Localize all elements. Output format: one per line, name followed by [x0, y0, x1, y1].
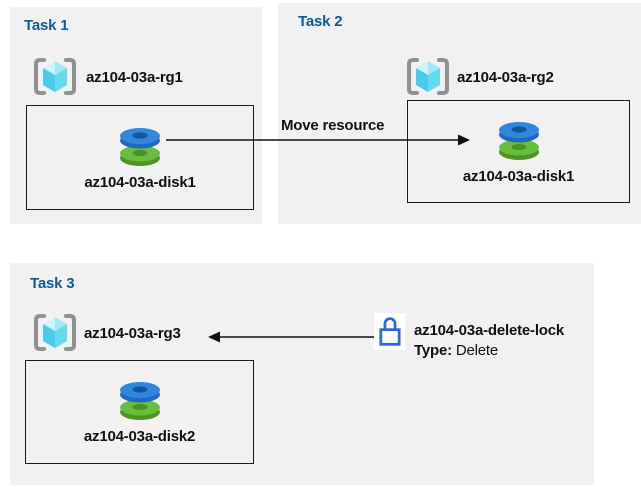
resource-group-icon — [34, 314, 76, 351]
lock-chip — [374, 313, 405, 350]
task3-resource-box: az104-03a-disk2 — [25, 360, 254, 464]
task3-panel: Task 3 az104-03a-rg3 az104-03a-disk2 — [10, 263, 594, 485]
move-resource-label: Move resource — [281, 117, 385, 134]
disk-icon — [498, 121, 539, 160]
lock-type-line: Type: Delete — [414, 342, 564, 359]
lock-arrow — [208, 331, 375, 343]
task2-title: Task 2 — [298, 13, 343, 30]
resource-group-icon — [34, 58, 76, 95]
task2-resource-box: az104-03a-disk1 — [407, 100, 630, 203]
lock-text-block: az104-03a-delete-lock Type: Delete — [414, 322, 564, 359]
task2-panel: Task 2 az104-03a-rg2 az104-03a-disk1 — [278, 3, 641, 224]
task3-resource-group-label: az104-03a-rg3 — [84, 325, 181, 342]
task3-title: Task 3 — [30, 275, 75, 292]
task1-title: Task 1 — [24, 17, 69, 34]
task1-disk-label: az104-03a-disk1 — [84, 173, 196, 191]
task1-resource-box: az104-03a-disk1 — [26, 105, 254, 210]
task1-panel: Task 1 az104-03a-rg1 az104-03a-disk1 — [10, 7, 262, 224]
task3-disk-label: az104-03a-disk2 — [83, 428, 196, 445]
move-resource-arrow — [166, 134, 470, 146]
task1-resource-group-label: az104-03a-rg1 — [86, 69, 183, 86]
disk-icon — [120, 127, 160, 166]
disk-icon — [119, 382, 160, 420]
task2-resource-group-label: az104-03a-rg2 — [457, 69, 554, 86]
lock-type-value: Delete — [451, 342, 499, 359]
lock-name-label: az104-03a-delete-lock — [414, 322, 565, 339]
resource-group-icon — [407, 58, 449, 95]
task2-disk-label: az104-03a-disk1 — [462, 167, 575, 185]
lock-icon — [378, 317, 401, 346]
lock-type-label: Type: — [414, 342, 452, 359]
